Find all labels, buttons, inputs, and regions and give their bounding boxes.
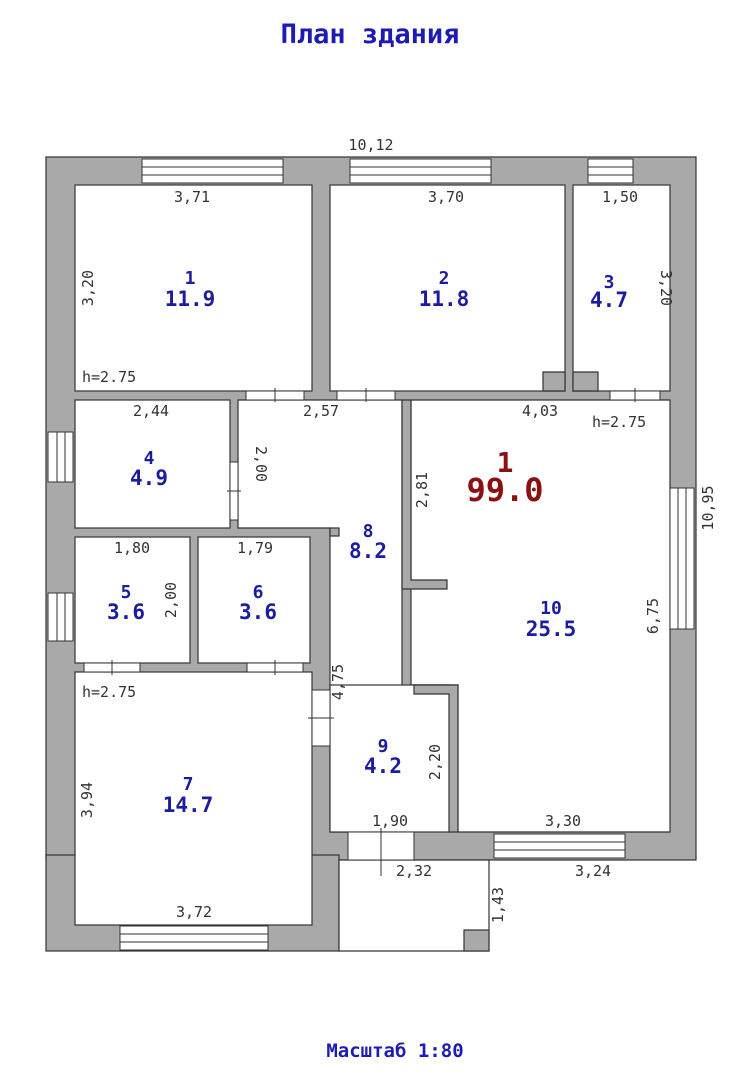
dim-r9-depth: 2,20 bbox=[426, 744, 444, 780]
dim-hall-width: 2,57 bbox=[303, 402, 339, 420]
dim-bottom-right: 3,24 bbox=[575, 862, 611, 880]
dim-r10-depth: 6,75 bbox=[644, 598, 662, 634]
dim-r10-width: 4,03 bbox=[522, 402, 558, 420]
dim-porch-depth: 1,43 bbox=[489, 887, 507, 923]
room-5 bbox=[74, 536, 191, 664]
room-6-number: 6 bbox=[253, 582, 264, 603]
room-1-area: 11.9 bbox=[165, 287, 216, 311]
room-10-area: 25.5 bbox=[526, 617, 577, 641]
dim-r5-depth: 2,00 bbox=[162, 582, 180, 618]
room-1-number: 1 bbox=[185, 268, 196, 289]
height-label: h=2.75 bbox=[82, 683, 136, 701]
window-room-7-bottom bbox=[119, 925, 269, 951]
dimension-labels: 10,12 3,71 3,70 1,50 3,20 3,20 2,44 2,57… bbox=[78, 136, 717, 923]
dim-r8-depth: 4,75 bbox=[329, 664, 347, 700]
dim-hall-depth: 2,00 bbox=[252, 446, 270, 482]
room-2-number: 2 bbox=[439, 268, 450, 289]
room-8-area: 8.2 bbox=[349, 539, 387, 563]
dim-r9-width: 1,90 bbox=[372, 812, 408, 830]
room-4-number: 4 bbox=[144, 448, 155, 469]
room-10-number: 10 bbox=[540, 598, 562, 619]
room-2-area: 11.8 bbox=[419, 287, 470, 311]
dim-r2-width: 3,70 bbox=[428, 188, 464, 206]
dim-r1-width: 3,71 bbox=[174, 188, 210, 206]
plan-title: План здания bbox=[281, 19, 460, 50]
room-6-area: 3.6 bbox=[239, 600, 277, 624]
dim-r4-width: 2,44 bbox=[133, 402, 169, 420]
total-number: 1 bbox=[497, 446, 514, 479]
dim-r6-width: 1,79 bbox=[237, 539, 273, 557]
dim-r5-width: 1,80 bbox=[114, 539, 150, 557]
total-area: 1 99.0 bbox=[466, 446, 543, 509]
height-label: h=2.75 bbox=[82, 368, 136, 386]
dim-porch-width: 2,32 bbox=[396, 862, 432, 880]
room-2 bbox=[329, 184, 566, 392]
room-labels: 1 11.9 2 11.8 3 4.7 4 4.9 5 3.6 6 3.6 7 … bbox=[107, 268, 628, 817]
windows bbox=[47, 158, 695, 951]
room-8-number: 8 bbox=[363, 521, 374, 542]
dim-overall-width: 10,12 bbox=[348, 136, 393, 154]
scale-label: Масштаб 1:80 bbox=[326, 1040, 463, 1062]
room-9-number: 9 bbox=[378, 736, 389, 757]
room-3-number: 3 bbox=[604, 272, 615, 293]
dim-r10-wall: 2,81 bbox=[413, 472, 431, 508]
window-room-10-bottom bbox=[493, 833, 626, 859]
room-3-area: 4.7 bbox=[590, 288, 628, 312]
window-room-1-top bbox=[141, 158, 284, 184]
porch-corner-block bbox=[463, 929, 490, 952]
ceiling-heights: h=2.75 h=2.75 h=2.75 bbox=[82, 368, 646, 701]
room-4-area: 4.9 bbox=[130, 466, 168, 490]
interior-walls bbox=[329, 371, 599, 833]
room-6 bbox=[197, 536, 311, 664]
dim-r7-depth: 3,94 bbox=[78, 782, 96, 818]
rooms bbox=[74, 184, 671, 926]
dim-r10-bottom: 3,30 bbox=[545, 812, 581, 830]
room-5-area: 3.6 bbox=[107, 600, 145, 624]
room-9-area: 4.2 bbox=[364, 754, 402, 778]
dim-r1-depth: 3,20 bbox=[79, 270, 97, 306]
dim-r3-depth: 3,20 bbox=[657, 270, 675, 306]
window-room-4-left bbox=[47, 431, 74, 483]
window-room-2-top bbox=[349, 158, 492, 184]
room-4 bbox=[74, 399, 231, 529]
room-7-number: 7 bbox=[183, 774, 194, 795]
doors bbox=[83, 388, 661, 876]
total-area-value: 99.0 bbox=[466, 471, 543, 509]
room-3 bbox=[572, 184, 671, 392]
height-label: h=2.75 bbox=[592, 413, 646, 431]
room-5-number: 5 bbox=[121, 582, 132, 603]
window-room-5-left bbox=[47, 592, 74, 642]
window-room-3-top bbox=[587, 158, 634, 184]
dim-r3-width: 1,50 bbox=[602, 188, 638, 206]
room-1 bbox=[74, 184, 313, 392]
room-7-area: 14.7 bbox=[163, 793, 214, 817]
dim-overall-depth: 10,95 bbox=[699, 485, 717, 530]
room-7 bbox=[74, 671, 313, 926]
dim-r7-width: 3,72 bbox=[176, 903, 212, 921]
window-room-10-right bbox=[669, 487, 695, 630]
